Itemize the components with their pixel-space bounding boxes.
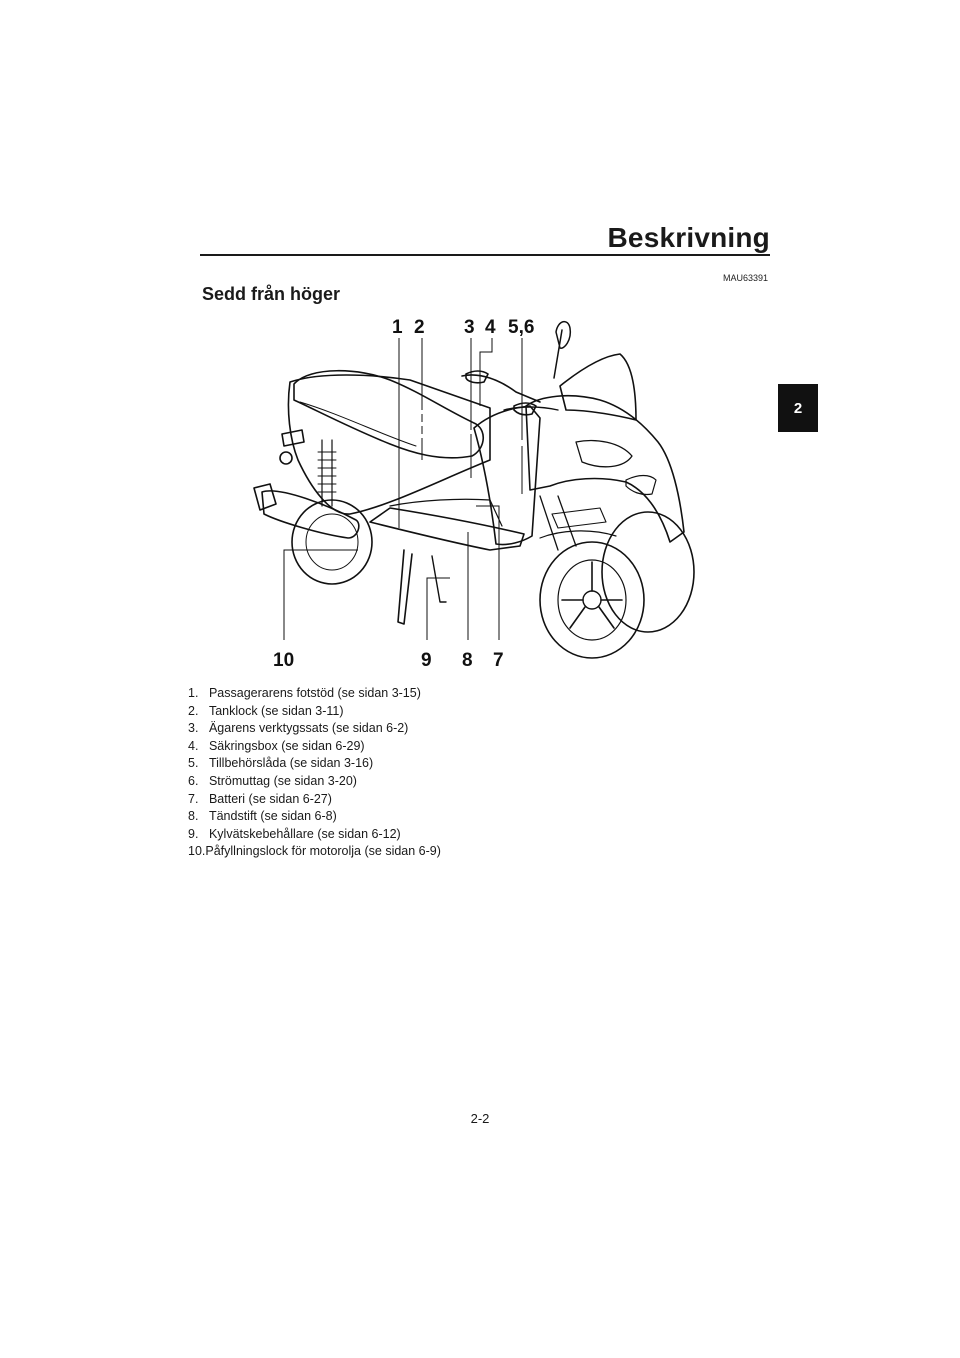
- callout-5-6: 5,6: [508, 317, 535, 338]
- callout-8: 8: [462, 650, 473, 671]
- side-stand: [397, 549, 413, 625]
- windscreen: [559, 353, 637, 421]
- legend-item: 1. Passagerarens fotstöd (se sidan 3-15): [188, 686, 421, 700]
- page-title: Beskrivning: [607, 222, 770, 253]
- legend-item: 3. Ägarens verktygssats (se sidan 6-2): [188, 721, 409, 736]
- callout-7: 7: [493, 650, 504, 671]
- section-heading: Sedd från höger: [202, 284, 341, 304]
- front-body: [473, 405, 541, 546]
- callout-9: 9: [421, 650, 432, 671]
- front-wheel-inner: [539, 541, 645, 659]
- legend-item: 2. Tanklock (se sidan 3-11): [188, 703, 344, 718]
- legend-item: 5. Tillbehörslåda (se sidan 3-16): [188, 756, 374, 771]
- leader-9: [426, 577, 450, 640]
- callout-1: 1: [392, 317, 403, 338]
- front-suspension: [539, 495, 577, 551]
- callout-3: 3: [464, 317, 475, 338]
- rear-shock: [321, 439, 333, 507]
- scooter-illustration: [253, 320, 695, 659]
- seat: [293, 369, 484, 459]
- mirror: [553, 320, 572, 379]
- headlight: [575, 439, 633, 468]
- callout-2: 2: [414, 317, 425, 338]
- callout-4: 4: [485, 317, 496, 338]
- legend-item: 6. Strömuttag (se sidan 3-20): [188, 773, 357, 788]
- legend-list: 1. Passagerarens fotstöd (se sidan 3-15)…: [188, 685, 608, 861]
- front-wheel-outer: [601, 511, 695, 633]
- leader-7: [476, 505, 500, 640]
- page-number: 2-2: [470, 1111, 490, 1126]
- callout-10: 10: [273, 650, 295, 671]
- front-fairing: [525, 394, 685, 543]
- handlebar: [461, 374, 541, 403]
- legend-item: 9. Kylvätskebehållare (se sidan 6-12): [188, 826, 401, 841]
- leader-4: [479, 338, 493, 406]
- chapter-tab[interactable]: 2: [778, 384, 818, 432]
- title-rule: [200, 254, 770, 256]
- legend-item: 10.Påfyllningslock för motorolja (se sid…: [188, 844, 441, 859]
- legend-item: 7. Batteri (se sidan 6-27): [188, 791, 332, 806]
- legend-item: 4. Säkringsbox (se sidan 6-29): [188, 738, 365, 753]
- rear-wheel: [291, 499, 373, 585]
- document-code: MAU63391: [722, 273, 768, 283]
- legend-item: 8. Tändstift (se sidan 6-8): [188, 809, 337, 824]
- leader-10: [283, 549, 358, 640]
- rear-body: [287, 374, 491, 515]
- exhaust: [261, 490, 360, 539]
- scooter-figure: 1 2 3 4 5,6 10 9 8 7: [240, 310, 720, 680]
